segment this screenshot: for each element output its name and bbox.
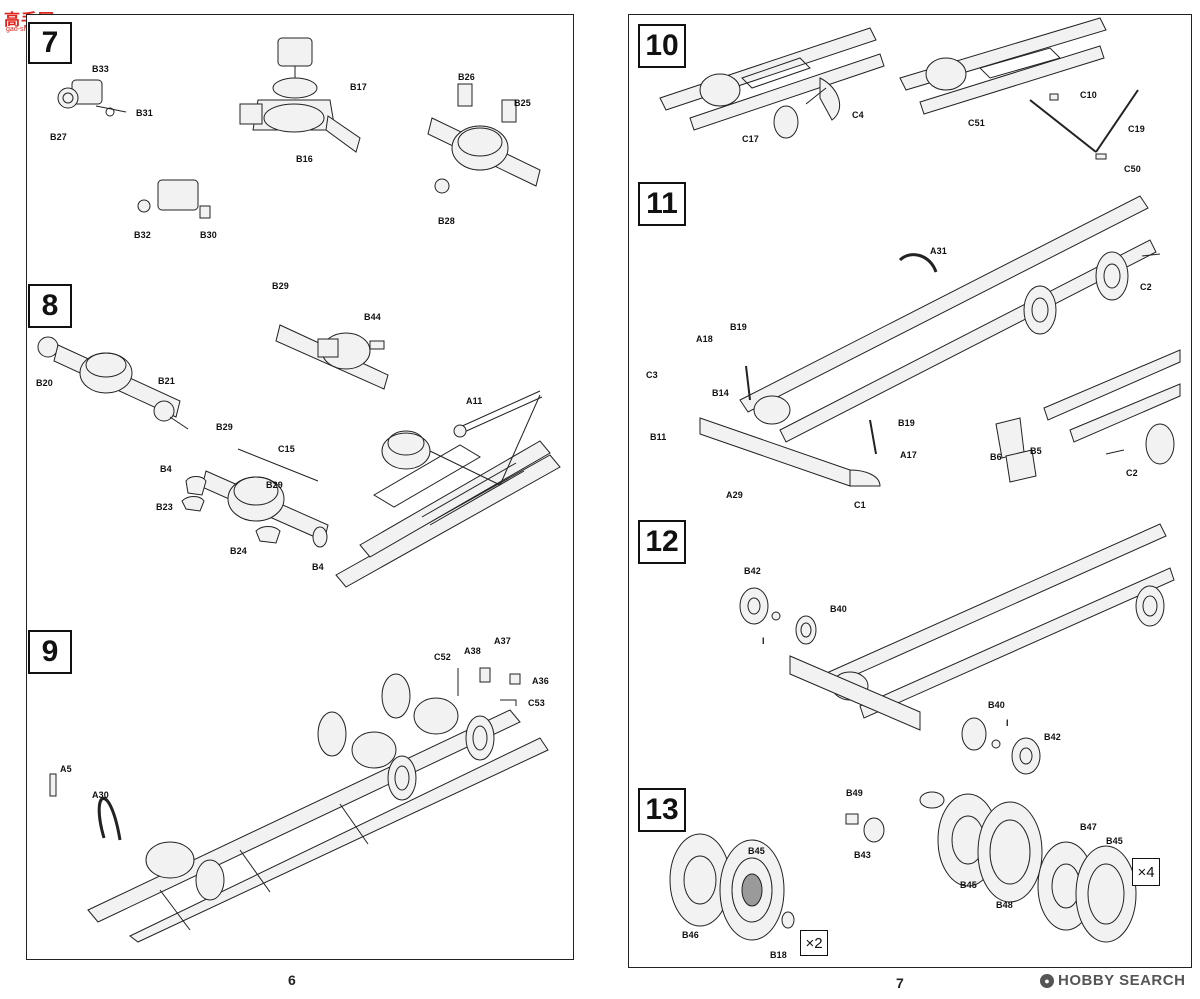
part-label: B4	[160, 464, 172, 474]
part-label: B29	[272, 281, 289, 291]
part-label: B27	[50, 132, 67, 142]
step-12-number: 12	[638, 520, 686, 564]
part-label: B44	[364, 312, 381, 322]
step-8-number: 8	[28, 284, 72, 328]
part-label: B47	[1080, 822, 1097, 832]
step-12-illustration	[730, 516, 1180, 766]
step-13-number: 13	[638, 788, 686, 832]
part-label: A17	[900, 450, 917, 460]
part-label: B42	[744, 566, 761, 576]
part-label: B4	[312, 562, 324, 572]
part-label: C53	[528, 698, 545, 708]
step-9-number: 9	[28, 630, 72, 674]
watermark-text: HOBBY SEARCH	[1058, 972, 1186, 989]
part-label: C51	[968, 118, 985, 128]
page-number-left: 6	[288, 972, 296, 988]
part-label: B26	[458, 72, 475, 82]
watermark-logo-icon: ●	[1040, 973, 1054, 988]
part-label: C17	[742, 134, 759, 144]
part-label: B19	[898, 418, 915, 428]
part-label: B11	[650, 432, 667, 442]
part-label: A5	[60, 764, 72, 774]
part-label: B40	[830, 604, 847, 614]
step-13-illustration	[660, 780, 1160, 960]
part-label: B31	[136, 108, 153, 118]
part-label: B45	[960, 880, 977, 890]
part-label: B29	[216, 422, 233, 432]
part-label: B43	[854, 850, 871, 860]
part-label: B48	[996, 900, 1013, 910]
part-label: C2	[1140, 282, 1152, 292]
part-label: B5	[1030, 446, 1042, 456]
quantity-x4-badge: ×4	[1132, 858, 1160, 886]
step-7-illustration	[40, 20, 560, 250]
part-label: A18	[696, 334, 713, 344]
step-8-illustration	[30, 285, 570, 605]
part-label: C1	[854, 500, 866, 510]
part-label: C3	[646, 370, 658, 380]
part-label: B16	[296, 154, 313, 164]
part-label: I	[762, 636, 765, 646]
part-label: B40	[988, 700, 1005, 710]
part-label: A29	[726, 490, 743, 500]
part-label: B28	[438, 216, 455, 226]
part-label: A11	[466, 396, 483, 406]
part-label: B17	[350, 82, 367, 92]
part-label: B46	[682, 930, 699, 940]
step-10-illustration	[650, 18, 1170, 178]
part-label: B49	[846, 788, 863, 798]
step-9-illustration	[40, 640, 560, 940]
part-label: B29	[266, 480, 283, 490]
step-11-illustration	[640, 180, 1180, 510]
part-label: B20	[36, 378, 53, 388]
part-label: B32	[134, 230, 151, 240]
step-11-number: 11	[638, 182, 686, 226]
part-label: A36	[532, 676, 549, 686]
part-label: B45	[748, 846, 765, 856]
part-label: B45	[1106, 836, 1123, 846]
hobby-search-watermark: ● HOBBY SEARCH	[1040, 972, 1185, 989]
part-label: B19	[730, 322, 747, 332]
part-label: A37	[494, 636, 511, 646]
part-label: I	[1006, 718, 1009, 728]
quantity-x2-badge: ×2	[800, 930, 828, 956]
step-7-number: 7	[28, 22, 72, 64]
part-label: B6	[990, 452, 1002, 462]
part-label: B23	[156, 502, 173, 512]
part-label: C50	[1124, 164, 1141, 174]
part-label: C4	[852, 110, 864, 120]
part-label: B42	[1044, 732, 1061, 742]
part-label: C10	[1080, 90, 1097, 100]
step-10-number: 10	[638, 24, 686, 68]
part-label: A38	[464, 646, 481, 656]
part-label: B14	[712, 388, 729, 398]
instruction-page-right	[628, 14, 1192, 968]
part-label: C2	[1126, 468, 1138, 478]
part-label: B30	[200, 230, 217, 240]
part-label: B18	[770, 950, 787, 960]
part-label: B24	[230, 546, 247, 556]
part-label: B21	[158, 376, 175, 386]
part-label: C52	[434, 652, 451, 662]
page-number-right: 7	[896, 975, 904, 991]
part-label: C19	[1128, 124, 1145, 134]
part-label: A30	[92, 790, 109, 800]
part-label: A31	[930, 246, 947, 256]
part-label: B33	[92, 64, 109, 74]
part-label: B25	[514, 98, 531, 108]
part-label: C15	[278, 444, 295, 454]
